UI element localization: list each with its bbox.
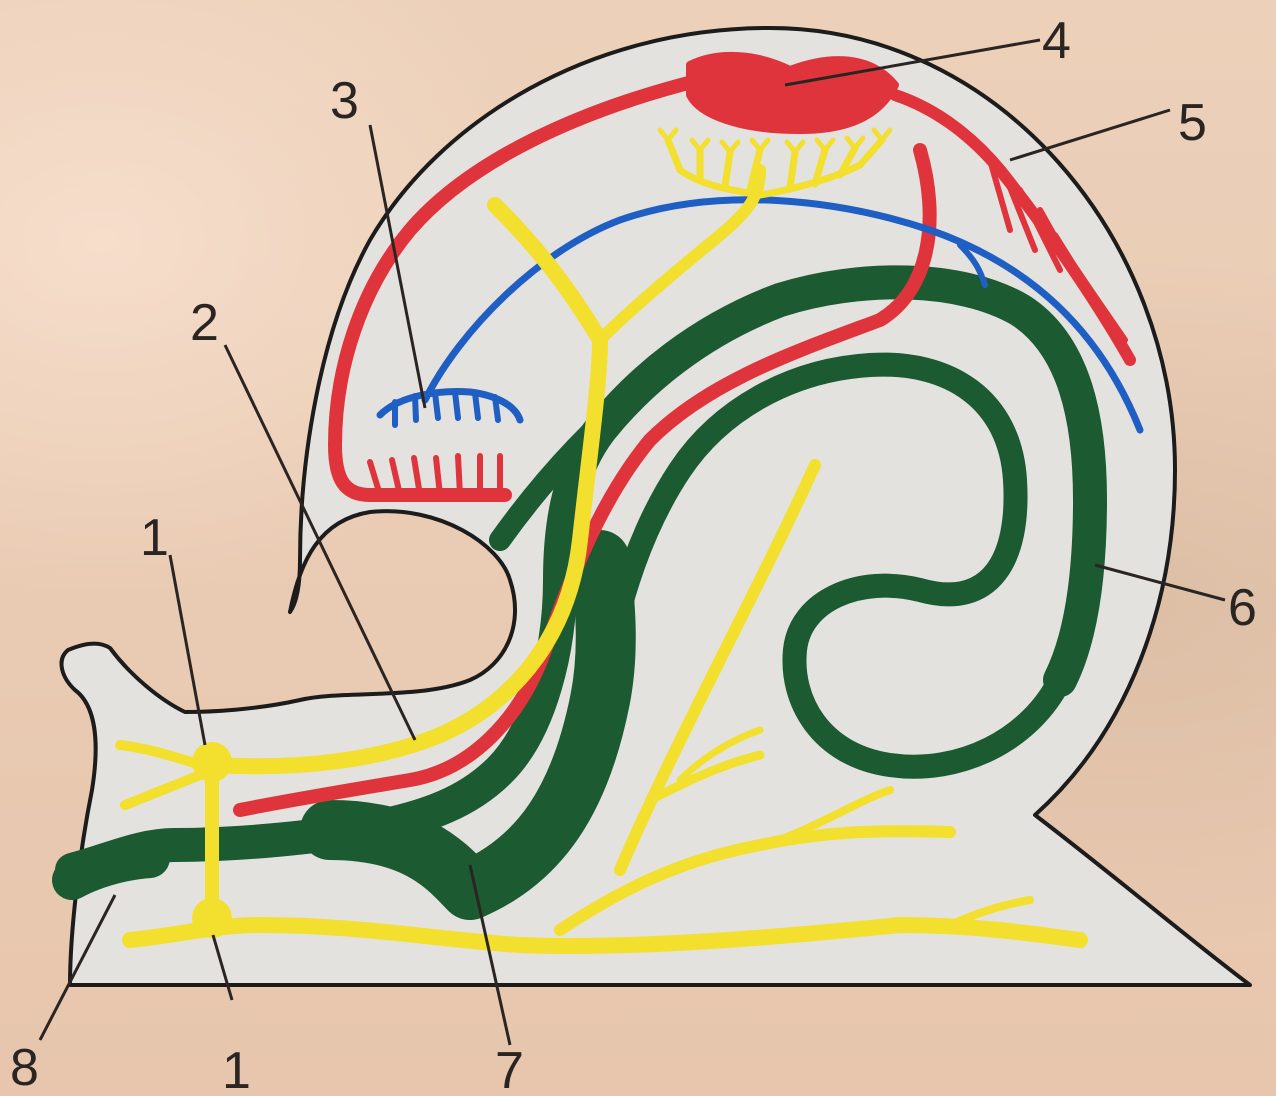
label-6: 6 — [1228, 579, 1257, 637]
label-5: 5 — [1178, 94, 1207, 152]
ganglion-cerebral — [192, 742, 232, 782]
pharynx — [72, 858, 150, 880]
heart — [690, 56, 895, 130]
label-8: 8 — [10, 1039, 39, 1096]
label-1-bottom: 1 — [222, 1042, 251, 1096]
label-3: 3 — [330, 72, 359, 130]
ganglion-pedal — [192, 898, 232, 938]
label-1-top: 1 — [140, 509, 169, 567]
label-7: 7 — [495, 1042, 524, 1096]
label-4: 4 — [1042, 12, 1071, 70]
label-2: 2 — [190, 294, 219, 352]
